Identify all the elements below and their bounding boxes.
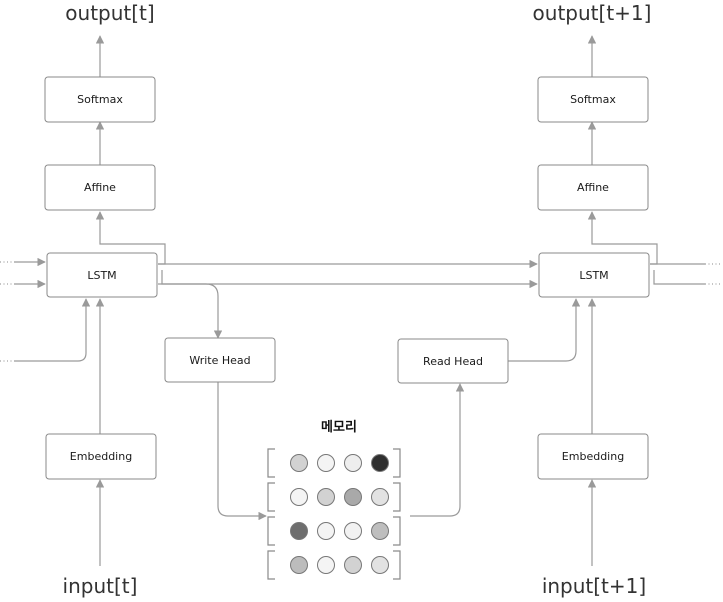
memory-cell	[371, 522, 389, 540]
memory-row-bracket-right	[393, 482, 401, 512]
input-t-label: input[t]	[63, 574, 138, 598]
lstm-t1-label: LSTM	[579, 269, 608, 282]
embedding-t1-label: Embedding	[562, 450, 624, 463]
write-head-label: Write Head	[189, 354, 250, 367]
memory-row-bracket-left	[267, 550, 275, 580]
lstm-t-label: LSTM	[87, 269, 116, 282]
memory-title: 메모리	[321, 419, 357, 435]
softmax-t1-label: Softmax	[570, 93, 616, 106]
memory-cell	[344, 522, 362, 540]
embedding-t1-box: Embedding	[537, 433, 649, 480]
lstm-t1-box: LSTM	[538, 252, 650, 298]
memory-row-bracket-right	[393, 448, 401, 478]
memory-cell	[371, 556, 389, 574]
softmax-t-label: Softmax	[77, 93, 123, 106]
memory-row-bracket-left	[267, 516, 275, 546]
memory-cell	[344, 488, 362, 506]
output-t-label: output[t]	[65, 1, 154, 25]
softmax-t-box: Softmax	[44, 76, 156, 123]
affine-t-label: Affine	[84, 181, 116, 194]
memory-cell	[290, 556, 308, 574]
affine-t1-label: Affine	[577, 181, 609, 194]
memory-cell	[371, 488, 389, 506]
memory-row-bracket-left	[267, 448, 275, 478]
memory-matrix	[267, 448, 401, 580]
read-head-label: Read Head	[423, 355, 483, 368]
memory-cell	[317, 522, 335, 540]
connections	[0, 35, 722, 566]
memory-row-bracket-left	[267, 482, 275, 512]
affine-t1-box: Affine	[537, 164, 649, 211]
memory-cell	[344, 454, 362, 472]
memory-row-bracket-right	[393, 550, 401, 580]
embedding-t-label: Embedding	[70, 450, 132, 463]
memory-cell	[317, 488, 335, 506]
memory-cell	[317, 454, 335, 472]
embedding-t-box: Embedding	[45, 433, 157, 480]
memory-cell	[290, 488, 308, 506]
input-t1-label: input[t+1]	[542, 574, 646, 598]
memory-cell	[290, 522, 308, 540]
memory-cell	[317, 556, 335, 574]
lstm-t-box: LSTM	[46, 252, 158, 298]
memory-cell	[344, 556, 362, 574]
memory-row-bracket-right	[393, 516, 401, 546]
affine-t-box: Affine	[44, 164, 156, 211]
output-t1-label: output[t+1]	[533, 1, 652, 25]
softmax-t1-box: Softmax	[537, 76, 649, 123]
memory-cell	[371, 454, 389, 472]
read-head-box: Read Head	[397, 338, 509, 384]
memory-cell	[290, 454, 308, 472]
write-head-box: Write Head	[164, 337, 276, 383]
